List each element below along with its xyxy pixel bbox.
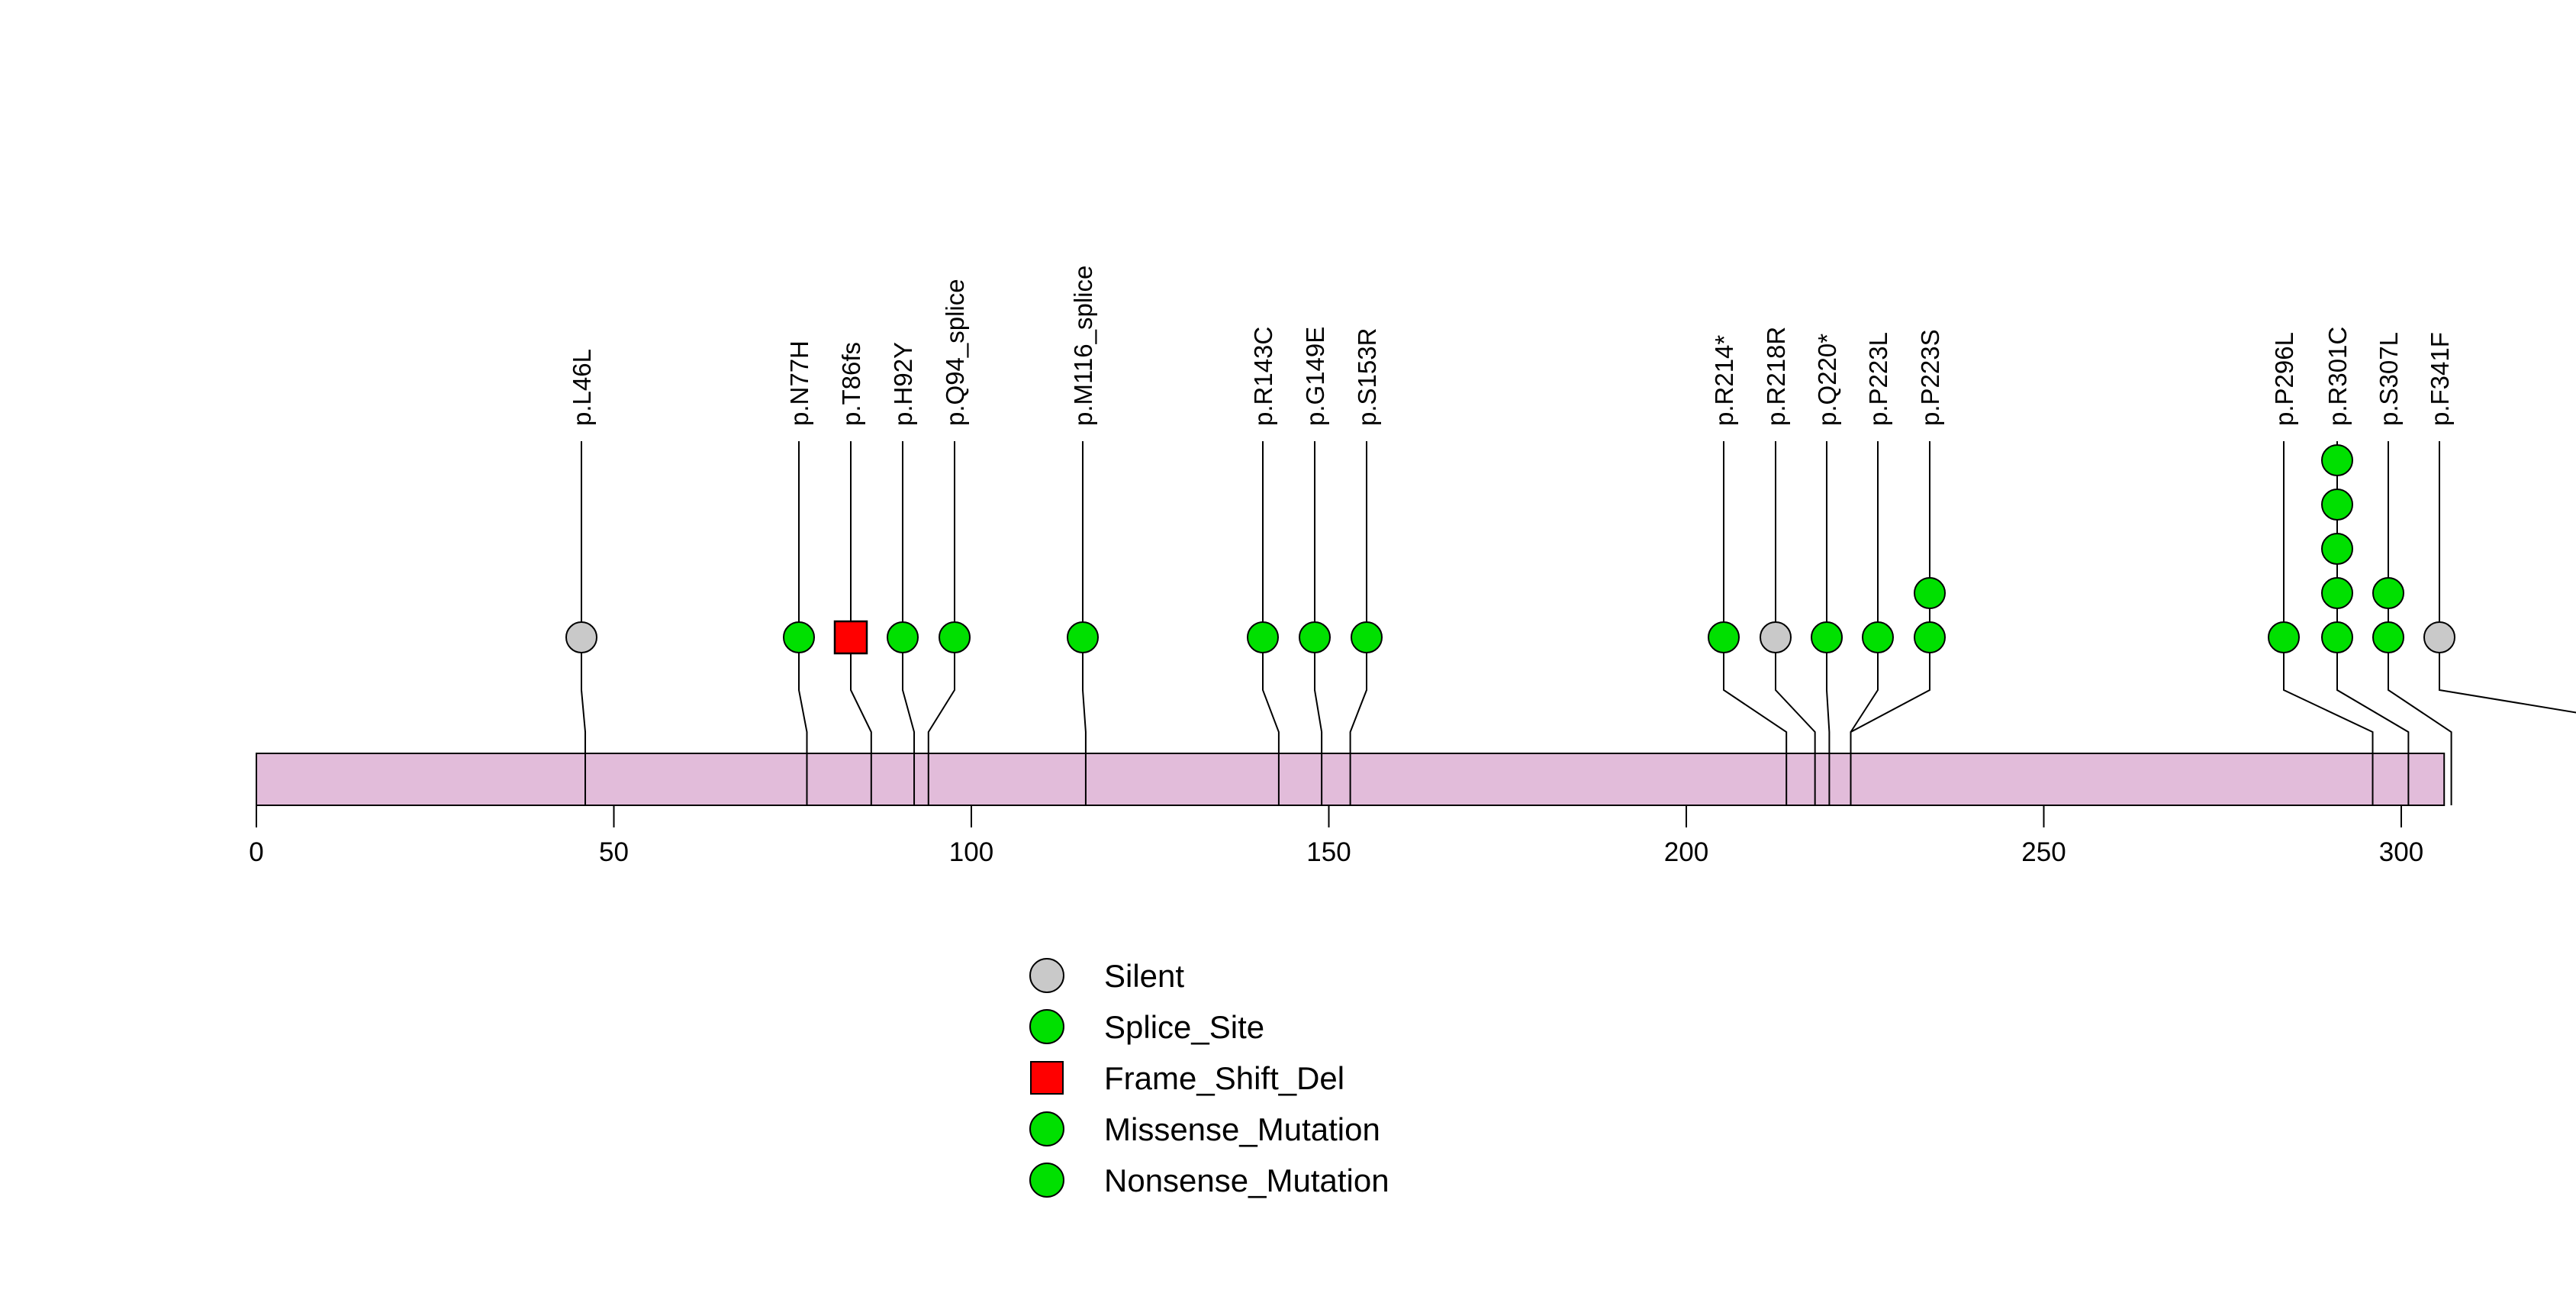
mutation-marker-circle: [2321, 489, 2353, 521]
mutation-label: p.Q94_splice: [941, 279, 969, 426]
mutation-marker-circle: [1067, 621, 1099, 653]
mutation-label: p.Q220*: [1813, 334, 1841, 426]
axis-tick-label: 200: [1664, 837, 1708, 867]
mutation-marker-circle: [1247, 621, 1279, 653]
mutation-marker-circle: [1299, 621, 1331, 653]
mutation-marker-circle: [2321, 444, 2353, 476]
mutation-label: p.M116_splice: [1069, 266, 1097, 426]
mutation-label: p.G149E: [1301, 327, 1329, 426]
mutation-marker-circle: [2423, 621, 2455, 653]
lollipop-stem: [902, 441, 916, 805]
mutation-marker-circle: [2321, 533, 2353, 565]
lollipop-stem: [2388, 441, 2452, 805]
axis-tick-label: 100: [949, 837, 993, 867]
mutation-label: p.P223L: [1864, 332, 1892, 426]
mutation-label: p.S153R: [1353, 328, 1381, 426]
lollipop-stem: [1314, 441, 1323, 805]
mutation-marker-circle: [1862, 621, 1894, 653]
mutation-marker-circle: [565, 621, 597, 653]
mutation-label: p.R214*: [1710, 335, 1738, 426]
mutation-label: p.H92Y: [889, 342, 917, 426]
lollipop-stem: [581, 441, 587, 805]
mutation-marker-circle: [1811, 621, 1843, 653]
lollipop-stem: [2283, 441, 2374, 805]
legend-swatch-circle: [1029, 958, 1064, 993]
mutation-label: p.L46L: [568, 349, 596, 426]
mutation-label: p.S307L: [2375, 332, 2403, 426]
mutation-marker-circle: [2372, 621, 2404, 653]
mutation-marker-circle: [887, 621, 919, 653]
mutation-marker-circle: [1351, 621, 1383, 653]
mutation-label: p.N77H: [785, 340, 813, 426]
lollipop-stem: [2439, 441, 2576, 714]
mutation-marker-circle: [2268, 621, 2300, 653]
mutation-label: p.P296L: [2270, 332, 2298, 426]
lollipop-stem: [1349, 441, 1367, 805]
mutation-label: p.T86fs: [837, 342, 865, 426]
axis-tick-label: 250: [2021, 837, 2066, 867]
lollipop-stem: [798, 441, 808, 805]
lollipop-stem: [1775, 441, 1816, 805]
axis-tick-label: 50: [599, 837, 629, 867]
legend-swatch-circle: [1029, 1163, 1064, 1198]
mutation-marker-square: [833, 620, 868, 655]
lollipop-stem: [1826, 441, 1831, 805]
legend-label: Frame_Shift_Del: [1104, 1060, 1344, 1096]
mutation-label: p.F341F: [2426, 332, 2454, 426]
mutation-marker-circle: [2321, 577, 2353, 609]
legend-swatch-circle: [1029, 1111, 1064, 1146]
mutation-label: p.P223S: [1916, 329, 1944, 426]
mutation-marker-circle: [2372, 577, 2404, 609]
mutation-label: p.R301C: [2323, 327, 2352, 426]
lollipop-stem: [1723, 441, 1788, 805]
lollipop-stem: [927, 441, 955, 805]
mutation-marker-circle: [1708, 621, 1740, 653]
legend-label: Missense_Mutation: [1104, 1111, 1380, 1147]
legend-swatch-square: [1030, 1061, 1064, 1095]
mutation-marker-circle: [2321, 621, 2353, 653]
mutation-marker-circle: [783, 621, 815, 653]
legend-label: Nonsense_Mutation: [1104, 1163, 1389, 1198]
legend-label: Splice_Site: [1104, 1009, 1264, 1045]
axis-tick-label: 300: [2379, 837, 2423, 867]
lollipop-stem: [2336, 441, 2410, 805]
mutation-marker-circle: [1914, 621, 1946, 653]
axis-tick-label: 0: [249, 837, 263, 867]
mutation-marker-circle: [1914, 577, 1946, 609]
legend-swatch-circle: [1029, 1009, 1064, 1044]
axis-tick-label: 150: [1306, 837, 1351, 867]
mutation-marker-circle: [939, 621, 971, 653]
lollipop-stem: [1082, 441, 1087, 805]
legend-label: Silent: [1104, 958, 1184, 994]
lollipop-stem: [850, 441, 872, 805]
lollipop-stem: [1262, 441, 1280, 805]
lollipop-stem: [1850, 441, 1930, 805]
mutation-marker-circle: [1760, 621, 1792, 653]
mutation-label: p.R218R: [1762, 327, 1790, 426]
mutation-label: p.R143C: [1249, 327, 1277, 426]
